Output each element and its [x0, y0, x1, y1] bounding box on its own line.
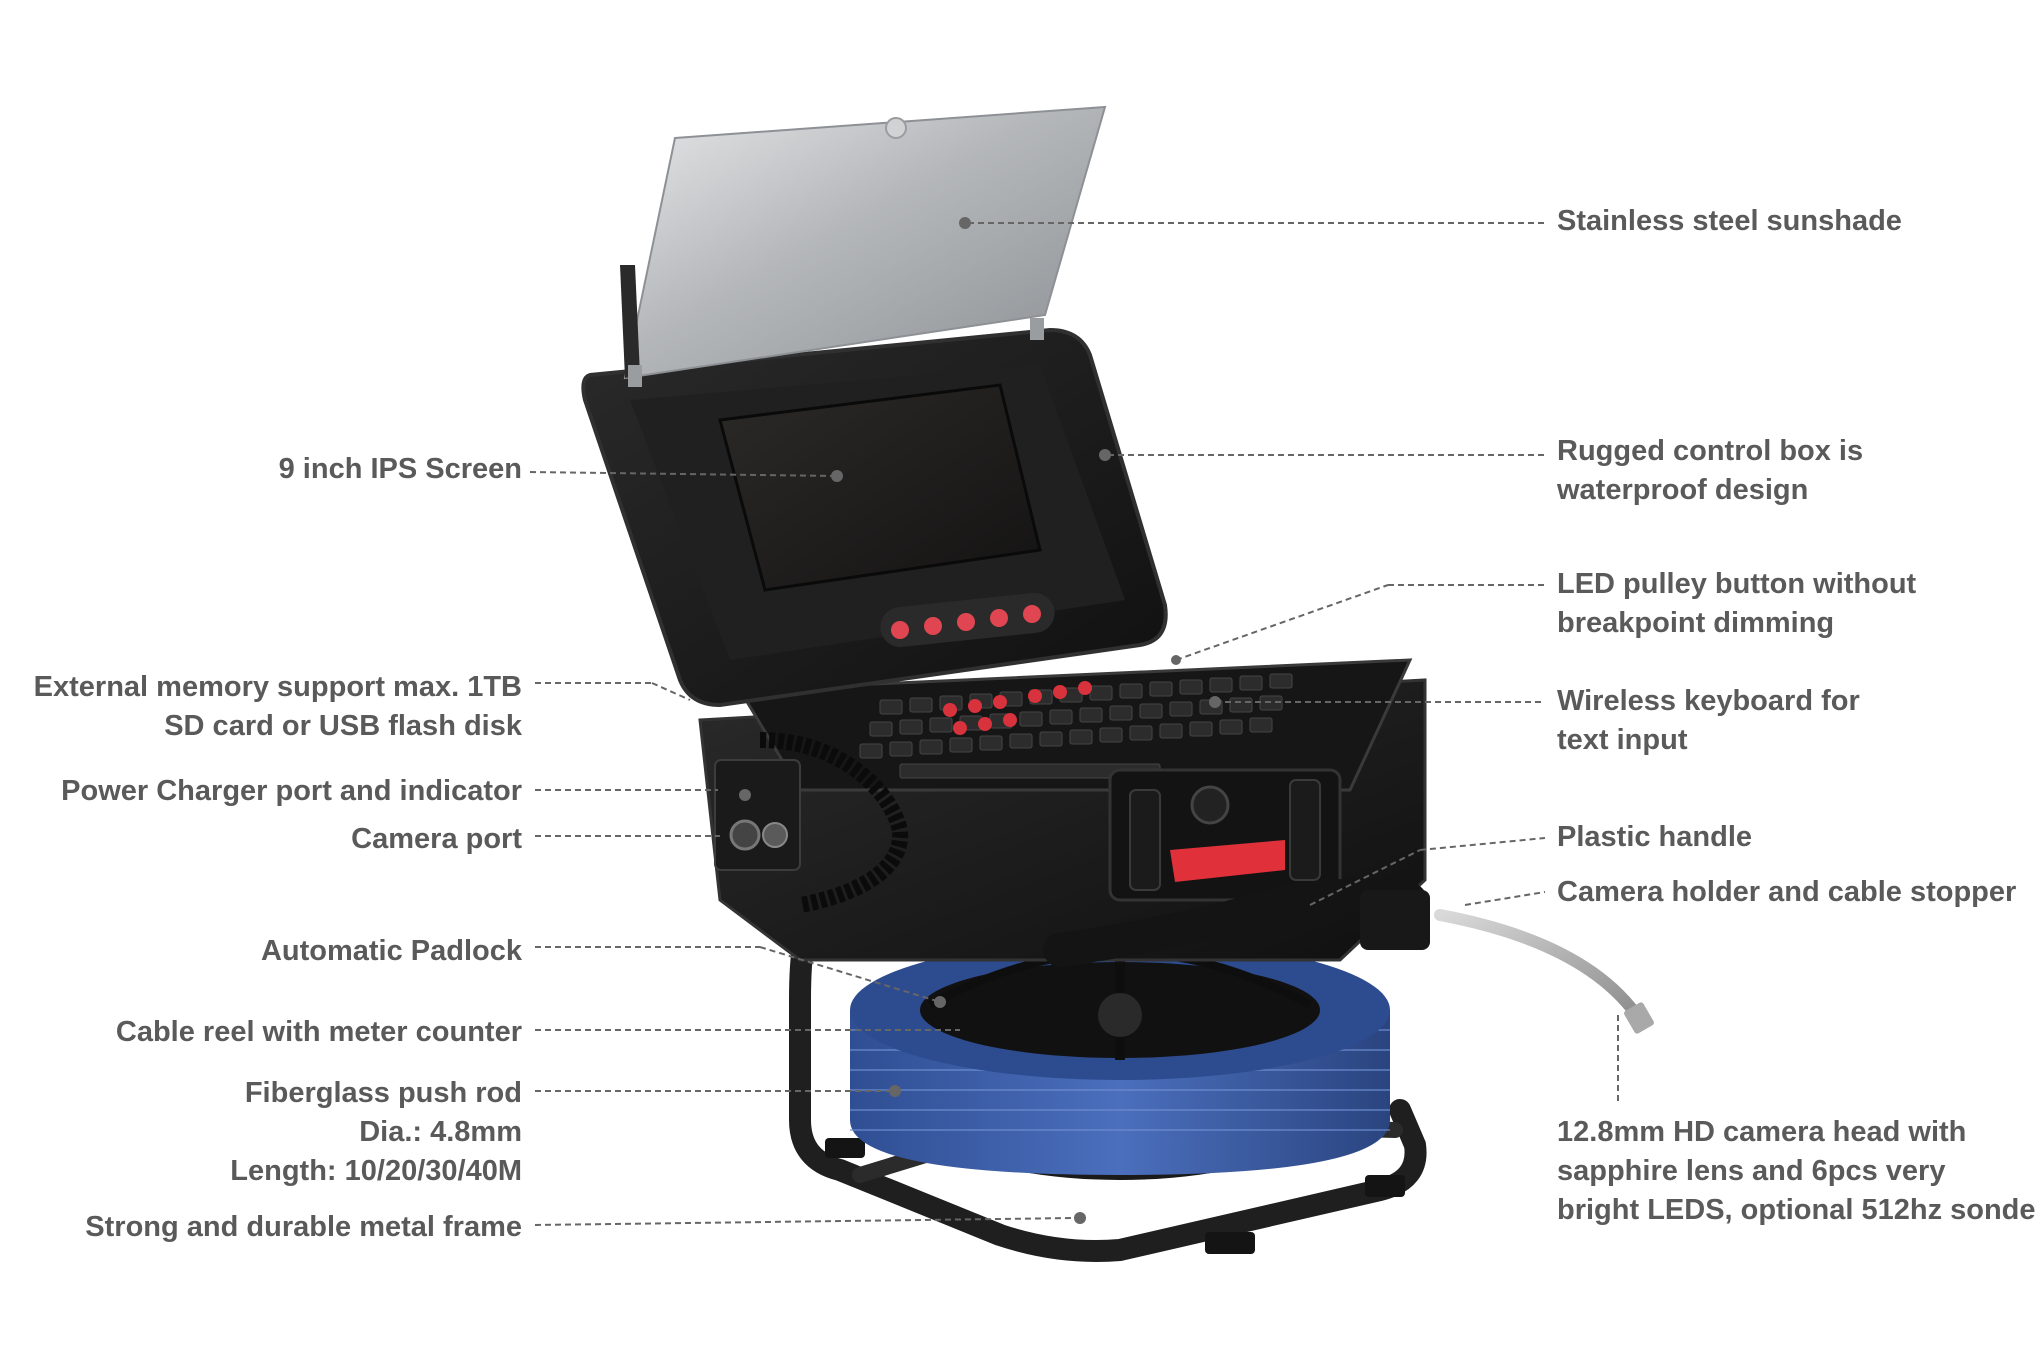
label-camera-holder-text: Camera holder and cable stopper [1557, 876, 2017, 908]
label-power-charger-text: Power Charger port and indicator [61, 775, 522, 807]
label-camera-holder: Camera holder and cable stopper [1557, 873, 2027, 912]
label-automatic-padlock-text: Automatic Padlock [260, 935, 522, 967]
label-push-rod-line3: Length: 10/20/30/40M [230, 1155, 522, 1187]
camera-holder [1043, 878, 1654, 1034]
label-keyboard-line1: Wireless keyboard for [1557, 685, 1860, 717]
label-push-rod-line2: Dia.: 4.8mm [359, 1116, 522, 1148]
label-external-memory: External memory support max. 1TB SD card… [20, 668, 522, 746]
label-automatic-padlock: Automatic Padlock [20, 932, 522, 971]
label-camera-port-text: Camera port [351, 823, 522, 855]
label-plastic-handle: Plastic handle [1557, 818, 2017, 857]
leader-lines [529, 222, 1619, 1226]
leader-dots [831, 217, 1221, 1224]
control-box [698, 658, 1427, 962]
label-push-rod: Fiberglass push rod Dia.: 4.8mm Length: … [20, 1074, 522, 1191]
label-led-button-line2: breakpoint dimming [1557, 607, 1835, 639]
label-control-box-line2: waterproof design [1557, 474, 1809, 506]
label-cable-reel: Cable reel with meter counter [20, 1013, 522, 1052]
label-camera-port: Camera port [20, 820, 522, 859]
label-sunshade-text: Stainless steel sunshade [1557, 205, 1902, 237]
label-led-button: LED pulley button without breakpoint dim… [1557, 565, 2017, 643]
label-led-button-line1: LED pulley button without [1557, 568, 1917, 600]
label-control-box: Rugged control box is waterproof design [1557, 432, 2017, 510]
label-power-charger: Power Charger port and indicator [20, 772, 522, 811]
label-plastic-handle-text: Plastic handle [1557, 821, 1753, 853]
cable-reel [850, 940, 1390, 1180]
label-camera-head-line2: sapphire lens and 6pcs very [1557, 1155, 1946, 1187]
lid-buttons [880, 592, 1055, 648]
label-keyboard: Wireless keyboard for text input [1557, 682, 2017, 760]
label-metal-frame-text: Strong and durable metal frame [85, 1211, 522, 1243]
label-external-memory-line1: External memory support max. 1TB [33, 671, 522, 703]
label-control-box-line1: Rugged control box is [1557, 435, 1864, 467]
label-external-memory-line2: SD card or USB flash disk [164, 710, 522, 742]
label-metal-frame: Strong and durable metal frame [20, 1208, 522, 1247]
label-camera-head-line3: bright LEDS, optional 512hz sonde [1557, 1194, 2036, 1226]
label-sunshade: Stainless steel sunshade [1557, 202, 2017, 241]
label-camera-head: 12.8mm HD camera head with sapphire lens… [1557, 1113, 2036, 1230]
sunshade [620, 105, 1107, 387]
label-keyboard-line2: text input [1557, 724, 1688, 756]
label-ips-screen-text: 9 inch IPS Screen [278, 453, 522, 485]
label-ips-screen: 9 inch IPS Screen [260, 450, 522, 489]
label-camera-head-line1: 12.8mm HD camera head with [1557, 1116, 1967, 1148]
label-push-rod-line1: Fiberglass push rod [244, 1077, 522, 1109]
label-cable-reel-text: Cable reel with meter counter [115, 1016, 522, 1048]
lid [581, 327, 1168, 708]
